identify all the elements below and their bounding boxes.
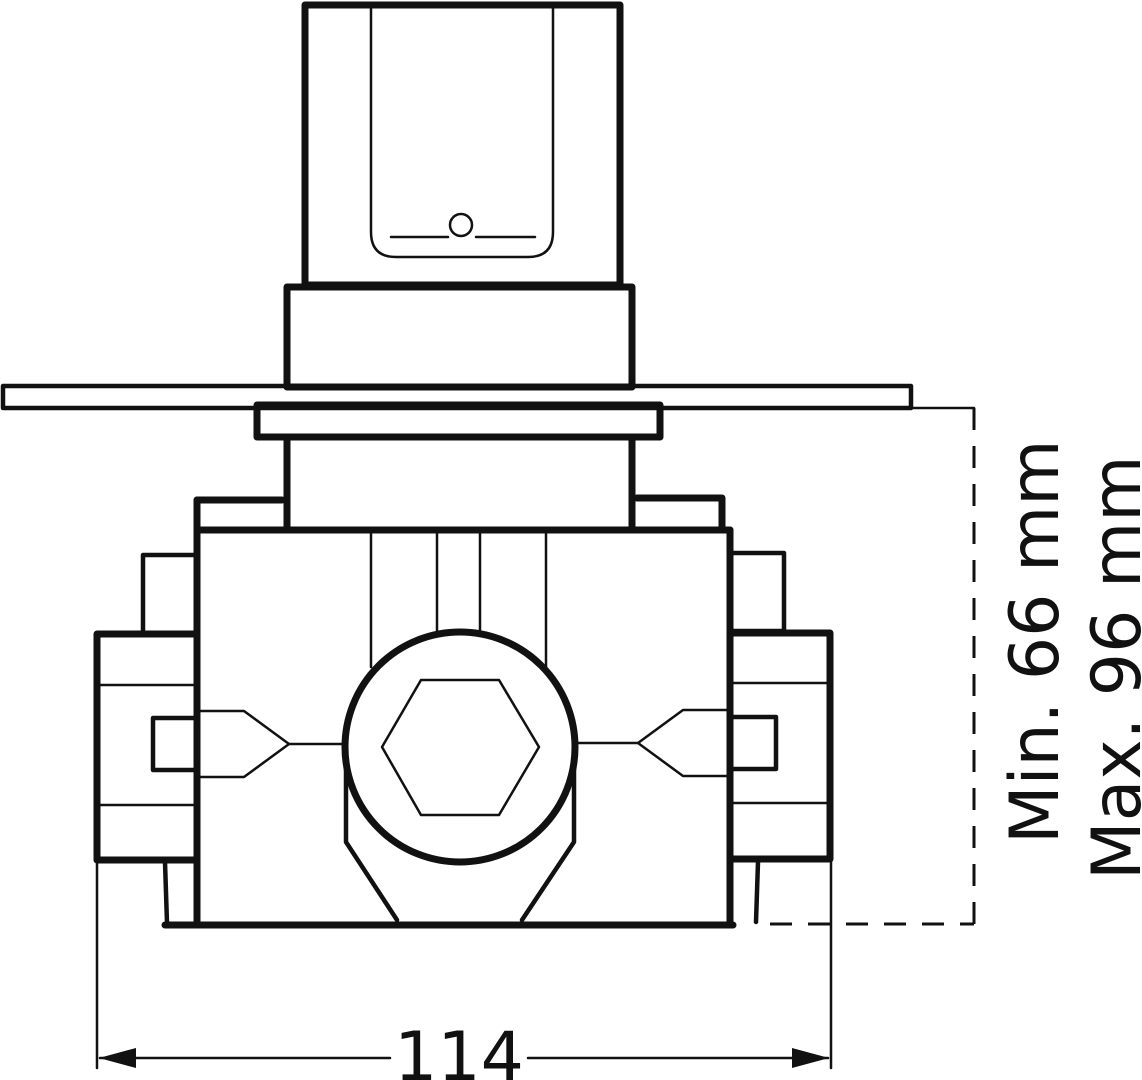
- width-dimension: 114: [95, 858, 833, 1080]
- left-port: [93, 552, 348, 926]
- handle-cover: [301, 1, 624, 289]
- hex-nut: [341, 628, 579, 866]
- handle-indicator-icon: [448, 212, 474, 238]
- wall-plate: [0, 383, 914, 441]
- depth-min-label: Min. 66 mm: [996, 439, 1075, 844]
- dimension-arrow-right-icon: [792, 1048, 829, 1068]
- dimension-arrow-left-icon: [99, 1048, 136, 1068]
- depth-dimension: Min. 66 mm Max. 96 mm: [770, 406, 1142, 926]
- width-dimension-label: 114: [394, 1018, 524, 1080]
- depth-max-label: Max. 96 mm: [1078, 456, 1142, 880]
- right-port: [574, 550, 834, 925]
